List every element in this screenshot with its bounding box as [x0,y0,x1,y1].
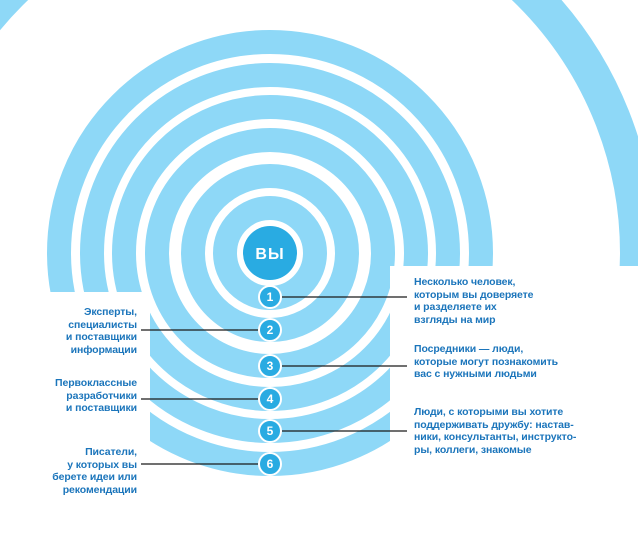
center-you-circle [243,226,297,280]
node-number-1: 1 [267,290,274,304]
connector-lines [141,296,407,465]
node-number-5: 5 [267,424,274,438]
node-circle-1 [258,285,282,309]
node-number-2: 2 [267,323,274,337]
node-number-3: 3 [267,359,274,373]
center-you-label: ВЫ [255,246,284,263]
label-ring-6: Писатели, у которых вы берете идеи или р… [52,446,137,496]
label-ring-3: Посредники — люди, которые могут познако… [414,343,558,380]
node-circle-3 [258,354,282,378]
node-circle-2 [258,318,282,342]
numbered-nodes: 1 2 3 4 5 6 [258,285,282,476]
label-ring-4: Первоклассные разработчики и поставщики [55,377,137,414]
node-circle-6 [258,452,282,476]
label-ring-2: Эксперты, специалисты и поставщики инфор… [65,306,137,356]
node-circle-5 [258,419,282,443]
node-number-6: 6 [267,457,274,471]
node-number-4: 4 [267,392,274,406]
label-ring-5: Люди, с которыми вы хотите поддерживать … [414,406,577,456]
node-circle-4 [258,387,282,411]
label-ring-1: Несколько человек, которым вы доверяете … [414,276,534,326]
